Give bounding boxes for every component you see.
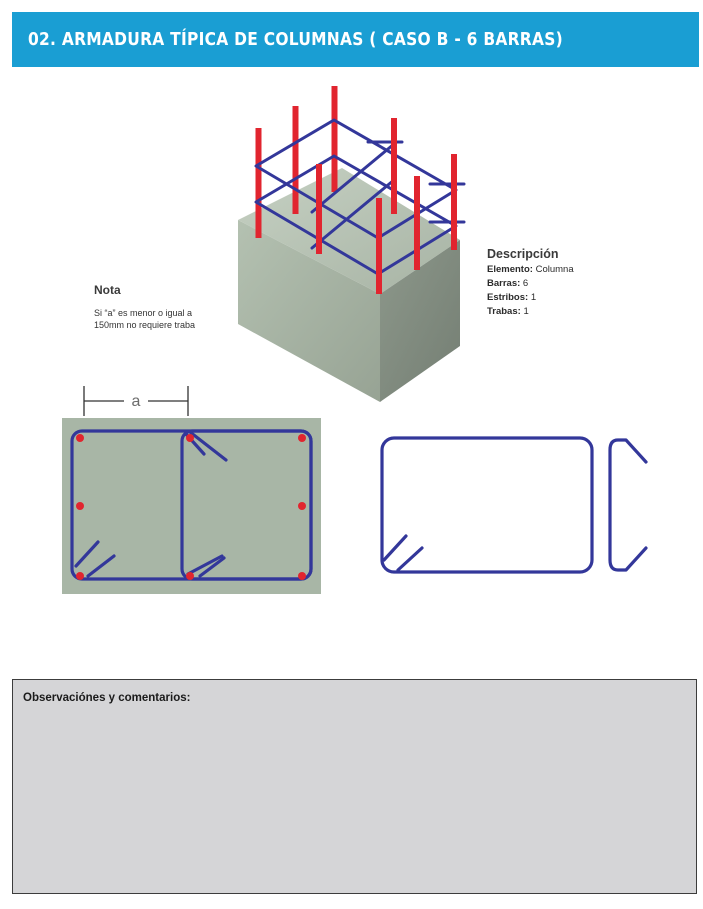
description-value: 1 [530,292,537,303]
tie-shape [608,438,648,572]
rebar-dot [76,502,84,510]
tie-hook-bottom [186,554,226,578]
stirrup-and-tie-shapes [380,436,648,574]
rebar-front-4 [451,154,457,250]
description-row-estribos: Estribos: 1 [487,291,667,305]
inner-tie [180,429,313,581]
description-row-barras: Barras: 6 [487,277,667,291]
rebar-front-2 [391,118,397,214]
isometric-column-illustration [238,86,466,402]
description-label: Estribos: [487,292,529,303]
rebar-back-1 [255,128,262,238]
rebar-dot [186,572,194,580]
description-label: Barras: [487,278,521,289]
description-label: Elemento: [487,264,533,275]
header-bar: 02. ARMADURA TÍPICA DE COLUMNAS ( CASO B… [12,12,699,67]
concrete-block-left-face [238,220,380,402]
rebar-back-3 [331,86,338,192]
description-value: Columna [535,264,574,275]
rebar-dot [76,572,84,580]
description-panel: Descripción Elemento: Columna Barras: 6 … [487,247,667,319]
note-title: Nota [94,283,121,297]
concrete-block-right-face [380,240,460,402]
description-title: Descripción [487,247,559,261]
stirrup-shape [380,436,594,574]
rebar-dot [186,434,194,442]
description-value: 6 [522,278,529,289]
rebar-dot [298,572,306,580]
stirrup-hook [74,540,116,578]
dimension-marker: a [83,386,189,416]
observations-title: Observaciónes y comentarios: [23,692,191,704]
rebar-front-3 [414,176,420,270]
description-label: Trabas: [487,306,521,317]
stirrup-shape-hook [382,534,424,572]
rebar-back-2 [292,106,299,214]
rebar-front-5 [376,198,382,294]
page-title: 02. ARMADURA TÍPICA DE COLUMNAS ( CASO B… [28,29,563,50]
note-text: Si “a” es menor o igual a 150mm no requi… [94,308,196,330]
dimension-label: a [132,393,141,410]
description-value: 1 [523,306,529,317]
rebar-dot [298,434,306,442]
description-row-trabas: Trabas: 1 [487,305,667,319]
observations-box[interactable]: Observaciónes y comentarios: [12,679,697,894]
rebar-dot [298,502,306,510]
note-panel: Nota Si “a” es menor o igual a 150mm no … [94,283,224,331]
rebar-dot [76,434,84,442]
rebar-front-1 [316,164,322,254]
description-row-elemento: Elemento: Columna [487,263,667,277]
column-cross-section [62,418,321,594]
